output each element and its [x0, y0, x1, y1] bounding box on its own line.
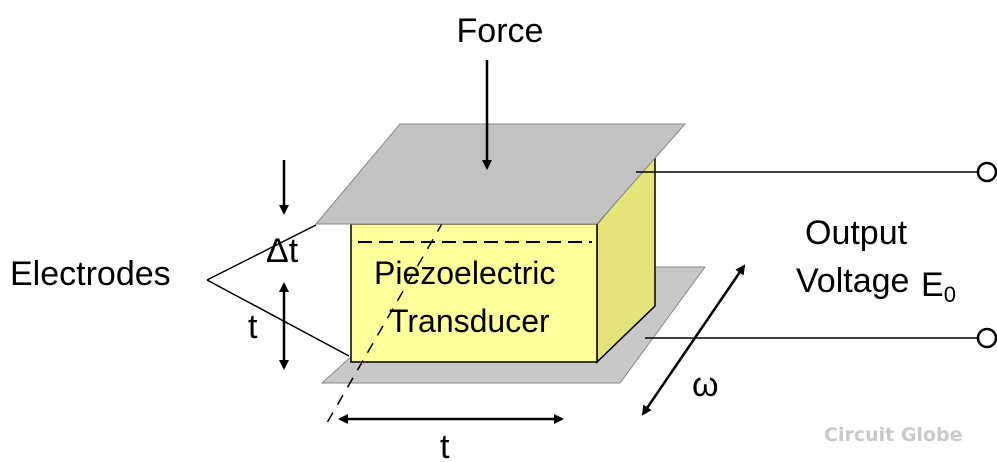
material-label-line1: Piezoelectric — [374, 255, 555, 291]
output-voltage-subscript: 0 — [944, 282, 956, 307]
electrodes-pointer-top — [206, 224, 317, 281]
top-electrode-plate — [314, 123, 687, 225]
output-terminal-top — [976, 161, 997, 183]
output-label-line1: Output — [805, 214, 908, 252]
thickness-label-bottom: t — [440, 428, 450, 462]
watermark: Circuit Globe — [824, 424, 962, 446]
electrodes-label: Electrodes — [10, 255, 171, 293]
width-label: ω — [692, 366, 719, 404]
output-voltage-letter: E — [921, 266, 944, 304]
crystal-front-face — [350, 223, 598, 363]
output-terminal-bottom — [976, 327, 997, 349]
width-arrow-diagonal — [641, 264, 746, 416]
delta-t-label: Δt — [266, 232, 299, 270]
thickness-label-left: t — [248, 308, 258, 346]
material-label-line2: Transducer — [389, 303, 550, 339]
electrodes-pointer-bottom — [206, 279, 350, 357]
output-voltage-symbol: E0 — [921, 266, 956, 307]
output-label-line2: Voltage — [796, 262, 909, 300]
force-label: Force — [457, 12, 544, 50]
